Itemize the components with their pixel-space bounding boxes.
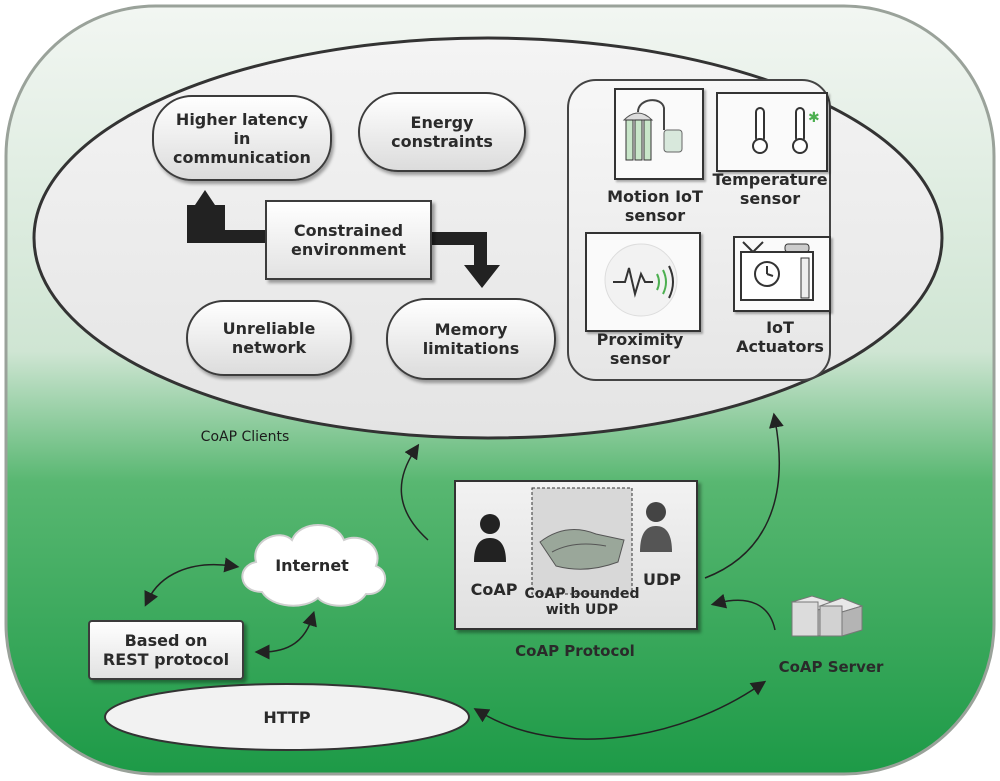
coap-protocol-box: CoAP UDP CoAP bounded with UDP	[454, 480, 698, 630]
arrow-http-server	[473, 680, 767, 740]
handshake-icon	[539, 529, 625, 570]
proximity-sensor-label: Proximity sensor	[596, 330, 684, 368]
internet-label: Internet	[275, 556, 349, 575]
actuator-icon	[740, 241, 814, 301]
arrow-server-to-protocol	[710, 593, 776, 631]
coap-clients-label: CoAP Clients	[200, 429, 290, 445]
temperature-sensor-label: Temperature sensor	[712, 170, 828, 208]
motion-sensor-label: Motion IoT sensor	[607, 187, 703, 225]
coap-protocol-caption: CoAP Protocol	[515, 642, 635, 660]
proximity-wave-icon	[604, 243, 678, 317]
actuator-tile	[733, 236, 831, 312]
udp-person-icon	[640, 502, 672, 552]
constrained-node: Constrained environment	[265, 200, 432, 280]
http-ellipse	[104, 683, 470, 751]
energy-node: Energy constraints	[358, 92, 526, 172]
arrow-protocol-to-clients	[400, 443, 429, 541]
cloud-icon	[241, 524, 387, 607]
temperature-sensor-tile: ✱	[716, 92, 828, 172]
coap-server-label: CoAP Server	[778, 658, 884, 676]
udp-side-label: UDP	[643, 570, 681, 589]
motion-sensor-tile	[614, 88, 704, 180]
arrow-internet-rest-right	[254, 610, 317, 660]
latency-node: Higher latency in communication	[152, 95, 332, 181]
arrow-internet-rest-left	[144, 557, 240, 607]
actuators-label: IoT Actuators	[736, 318, 824, 356]
server-icon	[790, 595, 864, 637]
arrow-to-memory	[430, 232, 500, 288]
svg-text:✱: ✱	[808, 110, 820, 126]
http-label: HTTP	[263, 708, 311, 727]
motion-sensor-icon	[622, 99, 683, 161]
proximity-sensor-tile	[585, 232, 701, 332]
arrow-to-latency	[187, 190, 268, 243]
memory-node: Memory limitations	[386, 298, 556, 380]
coap-bounded-label: CoAP bounded with UDP	[524, 586, 640, 618]
protocol-graphics	[474, 487, 672, 595]
thermometer-icon: ✱	[752, 107, 820, 154]
person-icon	[474, 514, 506, 562]
unreliable-node: Unreliable network	[186, 300, 352, 376]
arrow-protocol-to-devices	[704, 412, 784, 579]
coap-side-label: CoAP	[470, 580, 518, 599]
rest-protocol-box: Based on REST protocol	[88, 620, 244, 680]
